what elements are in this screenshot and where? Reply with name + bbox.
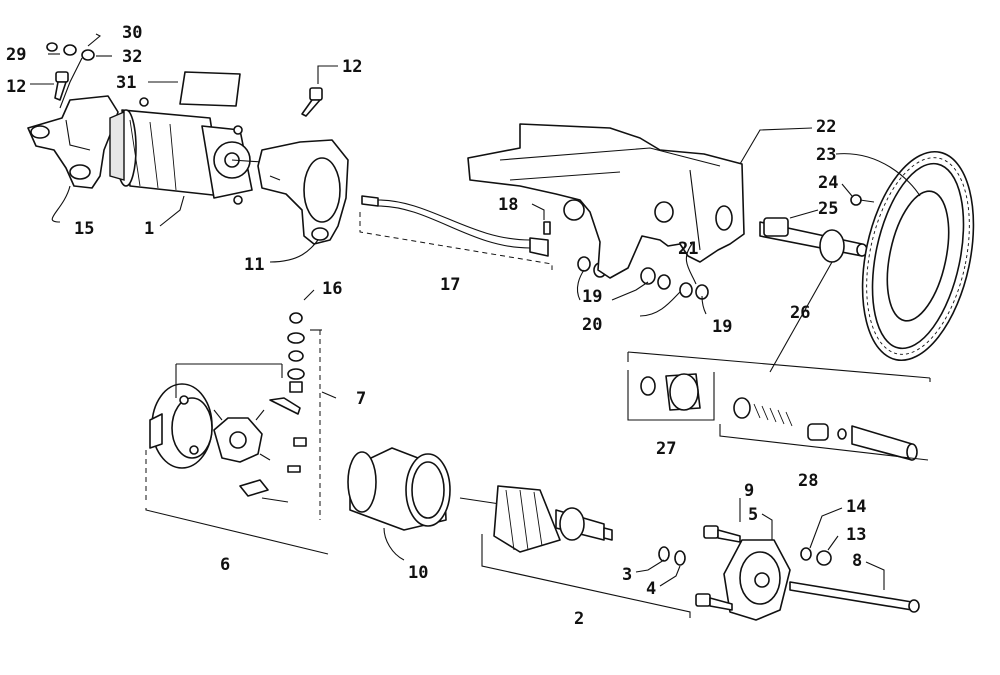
bendix-drive-27 bbox=[627, 370, 715, 421]
callout-3: 3 bbox=[622, 565, 632, 585]
callout-30: 30 bbox=[122, 23, 142, 43]
callout-29: 29 bbox=[6, 45, 26, 65]
callout-25: 25 bbox=[818, 199, 838, 219]
callout-14: 14 bbox=[846, 497, 866, 517]
callout-19b: 19 bbox=[712, 317, 732, 337]
nut-13 bbox=[816, 550, 832, 566]
callout-32: 32 bbox=[122, 47, 142, 67]
washers-right-set bbox=[640, 267, 709, 300]
terminal-stack-16 bbox=[239, 312, 307, 503]
callout-17: 17 bbox=[440, 275, 460, 295]
callout-19a: 19 bbox=[582, 287, 602, 307]
callout-1: 1 bbox=[144, 219, 154, 239]
callout-21: 21 bbox=[678, 239, 698, 259]
washer-29 bbox=[46, 42, 58, 52]
washer-30 bbox=[63, 44, 77, 56]
callout-6: 6 bbox=[220, 555, 230, 575]
drive-shaft bbox=[759, 217, 868, 263]
armature bbox=[459, 485, 613, 553]
label-decal-31 bbox=[179, 71, 241, 107]
callout-8: 8 bbox=[852, 551, 862, 571]
brush-spring-set bbox=[213, 409, 271, 463]
starter-cable bbox=[361, 195, 551, 257]
callout-16: 16 bbox=[322, 279, 342, 299]
bendix-spring-28 bbox=[719, 397, 929, 461]
bolt-12-top bbox=[301, 87, 323, 117]
callout-11: 11 bbox=[244, 255, 264, 275]
callout-10: 10 bbox=[408, 563, 428, 583]
callout-26: 26 bbox=[790, 303, 810, 323]
callout-22: 22 bbox=[816, 117, 836, 137]
motor-yoke bbox=[347, 447, 451, 531]
callout-12a: 12 bbox=[6, 77, 26, 97]
callout-labels: 1 2 3 4 5 6 7 8 9 10 11 12 12 13 14 15 1… bbox=[6, 23, 866, 629]
brush-plate bbox=[149, 383, 213, 469]
callout-9: 9 bbox=[744, 481, 754, 501]
callout-24: 24 bbox=[818, 173, 838, 193]
bolt-9 bbox=[703, 525, 741, 543]
callout-18: 18 bbox=[498, 195, 518, 215]
washer-14 bbox=[800, 547, 812, 561]
callout-4: 4 bbox=[646, 579, 656, 599]
bolt-lower bbox=[695, 593, 733, 611]
callout-20: 20 bbox=[582, 315, 602, 335]
ring-gear bbox=[861, 150, 975, 362]
bolt-12-left bbox=[54, 71, 69, 101]
callout-7: 7 bbox=[356, 389, 366, 409]
callout-2: 2 bbox=[574, 609, 584, 629]
callout-27: 27 bbox=[656, 439, 676, 459]
callout-13: 13 bbox=[846, 525, 866, 545]
end-cover bbox=[723, 539, 791, 621]
through-bolt-8 bbox=[789, 581, 920, 613]
callout-23: 23 bbox=[816, 145, 836, 165]
starter-mount-plate bbox=[467, 123, 745, 279]
nut-32 bbox=[81, 49, 95, 61]
callout-5: 5 bbox=[748, 505, 758, 525]
washers-3-4 bbox=[658, 546, 686, 566]
starter-motor bbox=[109, 97, 263, 205]
bolt-24 bbox=[850, 194, 875, 206]
rear-bracket bbox=[27, 95, 119, 189]
callout-31: 31 bbox=[116, 73, 136, 93]
callout-15: 15 bbox=[74, 219, 94, 239]
leader-lines bbox=[30, 33, 921, 590]
callout-28: 28 bbox=[798, 471, 818, 491]
callout-12b: 12 bbox=[342, 57, 362, 77]
front-bracket bbox=[257, 139, 349, 245]
